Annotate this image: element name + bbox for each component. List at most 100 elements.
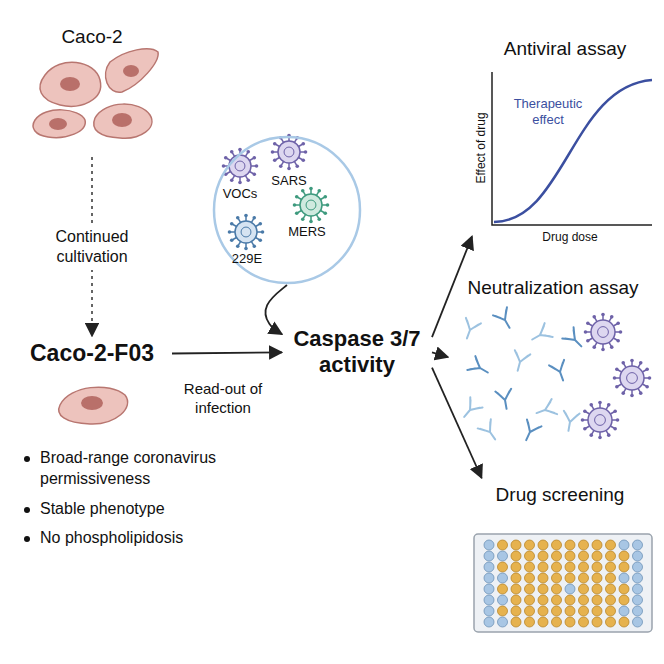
spike-tip xyxy=(589,433,593,437)
virus-core xyxy=(284,147,294,157)
spike-tip xyxy=(610,345,614,349)
virus-core xyxy=(306,200,316,210)
antibody xyxy=(549,360,571,383)
well xyxy=(592,540,602,550)
spike-tip xyxy=(601,313,605,317)
antibody xyxy=(459,318,481,341)
spike-tip xyxy=(222,164,226,168)
spike-tip xyxy=(304,150,308,154)
chart-axes xyxy=(492,72,652,225)
spike-tip xyxy=(583,409,587,413)
antibody xyxy=(510,350,530,372)
well xyxy=(552,573,562,583)
well xyxy=(619,617,629,627)
spike-tip xyxy=(639,391,643,395)
well xyxy=(511,573,521,583)
well xyxy=(511,540,521,550)
virus-core xyxy=(627,373,638,384)
well xyxy=(579,617,589,627)
well xyxy=(511,617,521,627)
spike-tip xyxy=(586,321,590,325)
spike-tip xyxy=(246,150,250,154)
well xyxy=(606,573,616,583)
node-text: Antiviral assay xyxy=(472,30,658,60)
well xyxy=(619,540,629,550)
virus-icon xyxy=(228,214,265,251)
spike-tip xyxy=(615,367,619,371)
cell-line-box: Caco-2-F03 xyxy=(12,336,172,371)
well xyxy=(592,617,602,627)
spike-tip xyxy=(598,401,602,405)
virus-label: SARS xyxy=(271,173,306,188)
virus-body xyxy=(278,141,300,163)
circle-outline xyxy=(214,137,360,283)
virus-label: 229E xyxy=(232,251,262,266)
spike-tip xyxy=(246,178,250,182)
well xyxy=(552,584,562,594)
spike-tip xyxy=(621,391,625,395)
feature-list: Broad-range coronavirus permissivenessSt… xyxy=(20,448,235,549)
well xyxy=(565,606,575,616)
node-text: Caco-2-F03 xyxy=(12,336,172,371)
axis-label: Effect of drug xyxy=(474,112,488,183)
well xyxy=(484,606,494,616)
well xyxy=(633,573,643,583)
well xyxy=(484,573,494,583)
edge-label: Read-out of infection xyxy=(163,380,283,418)
assay-panel: Antiviral assay xyxy=(472,30,658,252)
spike-tip xyxy=(630,394,634,398)
spike-tip xyxy=(613,427,617,431)
spike-tip xyxy=(323,195,327,199)
well xyxy=(498,562,508,572)
well xyxy=(606,551,616,561)
virus-icon xyxy=(613,359,652,398)
well xyxy=(538,540,548,550)
well xyxy=(525,617,535,627)
well xyxy=(525,606,535,616)
well xyxy=(498,540,508,550)
bullet-item: Broad-range coronavirus permissiveness xyxy=(20,448,235,490)
well xyxy=(633,606,643,616)
well xyxy=(606,540,616,550)
well xyxy=(619,606,629,616)
spike-tip xyxy=(230,150,234,154)
spike-tip xyxy=(273,158,277,162)
well xyxy=(484,540,494,550)
well xyxy=(633,551,643,561)
virus-body xyxy=(235,221,257,243)
edge-label: Continued cultivation xyxy=(37,224,147,270)
node-text: Caspase 3/7 activity xyxy=(282,322,432,383)
dose-response-chart xyxy=(492,72,652,225)
node-text: Drug screening xyxy=(462,478,658,506)
well xyxy=(633,540,643,550)
spike-tip xyxy=(252,244,256,248)
spike-tip xyxy=(295,164,299,168)
spike-tip xyxy=(601,348,605,352)
spike-tip xyxy=(301,158,305,162)
well xyxy=(538,584,548,594)
well xyxy=(511,606,521,616)
spike-tip xyxy=(639,361,643,365)
spike-tip xyxy=(589,403,593,407)
well xyxy=(552,540,562,550)
spike-tip xyxy=(581,418,585,422)
well xyxy=(511,584,521,594)
well xyxy=(633,562,643,572)
well xyxy=(633,595,643,605)
well xyxy=(552,551,562,561)
cell xyxy=(33,110,85,138)
spike-tip xyxy=(616,418,620,422)
well xyxy=(565,562,575,572)
well xyxy=(606,584,616,594)
spike-tip xyxy=(258,222,262,226)
nucleus xyxy=(81,396,103,410)
cell xyxy=(59,387,128,424)
antibody xyxy=(519,420,542,444)
virus-body xyxy=(591,320,615,344)
well xyxy=(511,562,521,572)
spike-tip xyxy=(616,339,620,343)
well xyxy=(606,617,616,627)
spike-tip xyxy=(648,376,652,380)
spike-tip xyxy=(244,214,248,218)
well xyxy=(619,551,629,561)
